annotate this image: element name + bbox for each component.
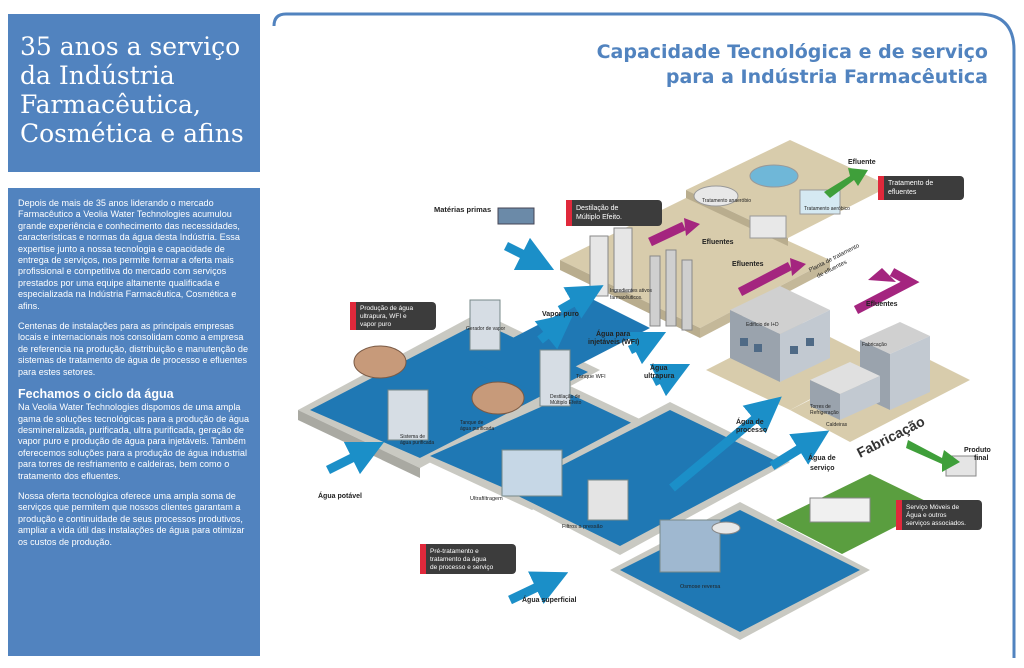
label-materias-primas: Matérias primas (434, 205, 491, 214)
callout-producao-line3: vapor puro (360, 321, 391, 328)
label-sistema-purificada-line2: água purificada (400, 440, 434, 446)
callout-servico-line2: Água e outros (906, 510, 947, 519)
label-agua-potavel: Água potável (318, 491, 362, 500)
callout-pre-line2: tratamento da água (430, 556, 487, 563)
label-tanque-wfi: Tanque WFI (576, 374, 606, 380)
callout-tratamento-line1: Tratamento de (888, 180, 933, 187)
green-arrows (824, 168, 960, 472)
label-tratamento-aerobio: Tratamento aeróbico (804, 206, 850, 212)
label-torres-line1: Torres de (810, 404, 831, 410)
label-ingredientes-line2: farmacêuticos. (610, 295, 643, 301)
process-diagram: Fabricação Destilação de Múltiplo Efeito… (272, 12, 1016, 658)
effluent-arrowheads (684, 218, 896, 282)
callout-tratamento-efluentes: Tratamento de efluentes (878, 176, 964, 200)
left-title: 35 anos a serviço da Indústria Farmacêut… (20, 32, 244, 148)
label-tratamento-anaerobio: Tratamento anaeróbio (702, 198, 751, 204)
label-caldeiras: Caldeiras (826, 422, 848, 428)
label-agua-injetaveis-line1: Água para (596, 329, 630, 338)
label-destilacao-small-line1: Destilação de (550, 394, 581, 400)
label-gerador-vapor: Gerador de vapor (466, 326, 506, 332)
label-efluentes-2: Efluentes (732, 261, 764, 268)
label-agua-superficial: Água superficial (522, 595, 577, 604)
label-filtros-pressao: Filtros a pressão (562, 524, 603, 530)
water-flow-arrows (325, 237, 830, 605)
label-agua-processo-line1: Água de (736, 417, 764, 426)
diagram-frame-outline (272, 12, 1016, 658)
label-vapor-puro: Vapor puro (542, 311, 579, 318)
left-paragraph-2: Centenas de instalações para as principa… (18, 321, 249, 377)
label-tanque-purificada-line2: água purificada (460, 426, 494, 432)
left-title-panel: 35 anos a serviço da Indústria Farmacêut… (8, 14, 260, 172)
label-edificio-id: Edifício de I+D (746, 322, 779, 328)
label-efluente: Efluente (848, 159, 876, 166)
callout-destilacao: Destilação de Múltiplo Efeito. (566, 200, 662, 226)
label-agua-ultrapura-line1: Água (650, 363, 668, 372)
diagram-area: Fabricação Destilação de Múltiplo Efeito… (270, 10, 1018, 662)
callout-producao-line2: ultrapura, WFI e (360, 313, 407, 320)
callout-tratamento-line2: efluentes (888, 189, 917, 196)
label-ultrafiltragem: Ultrafiltragem (470, 496, 503, 502)
callout-destilacao-line2: Múltiplo Efeito. (576, 214, 622, 221)
callout-pre-tratamento: Pré-tratamento e tratamento da água de p… (420, 544, 516, 574)
buildings (353, 164, 977, 573)
callout-pre-line1: Pré-tratamento e (430, 548, 479, 555)
callout-servico-line3: serviços associados. (906, 520, 966, 527)
effluent-arrows (648, 221, 920, 314)
callout-producao-agua: Produção de água ultrapura, WFI e vapor … (350, 302, 436, 330)
label-tanque-purificada-line1: Tanque de (460, 420, 484, 426)
callout-servico-moveis: Serviço Móveis de Água e outros serviços… (896, 500, 982, 530)
callout-servico-line1: Serviço Móveis de (906, 504, 959, 511)
callout-producao-line1: Produção de água (360, 305, 414, 312)
left-body-panel: Depois de mais de 35 anos liderando o me… (8, 188, 260, 656)
label-agua-servico-line1: Água de (808, 453, 836, 462)
label-agua-servico-line2: serviço (810, 465, 835, 472)
diagram-title-line2: para a Indústria Farmacêutica (665, 66, 988, 88)
label-destilacao-small-line2: Múltiplo Efeito (550, 400, 582, 406)
callout-pre-line3: de processo e serviço (430, 564, 494, 571)
label-osmose-reversa: Osmose reversa (680, 584, 721, 590)
left-paragraph-1: Depois de mais de 35 anos liderando o me… (18, 198, 240, 311)
left-paragraph-3: Na Veolia Water Technologies dispomos de… (18, 402, 250, 481)
label-torres-line2: Refrigeração (810, 410, 839, 416)
label-efluentes-1: Efluentes (702, 239, 734, 246)
label-ingredientes-line1: Ingredientes ativos (610, 288, 652, 294)
label-efluentes-3: Efluentes (866, 301, 898, 308)
left-paragraph-4: Nossa oferta tecnológica oferece uma amp… (18, 490, 245, 547)
label-produto-final-line2: final (974, 455, 988, 462)
label-fabricacao-small: Fabricação (862, 342, 887, 348)
label-agua-ultrapura-line2: ultrapura (644, 373, 674, 380)
label-produto-final-line1: Produto (964, 447, 991, 454)
left-heading: Fechamos o ciclo da água (18, 387, 174, 402)
label-agua-injetaveis-line2: injetáveis (WFI) (588, 339, 639, 346)
diagram-title-line1: Capacidade Tecnológica e de serviço (596, 41, 988, 63)
diagram-title: Capacidade Tecnológica e de serviço para… (597, 40, 988, 90)
callout-destilacao-line1: Destilação de (576, 205, 619, 212)
label-agua-processo-line2: processo (736, 427, 767, 434)
label-sistema-purificada-line1: Sistema de (400, 434, 425, 440)
